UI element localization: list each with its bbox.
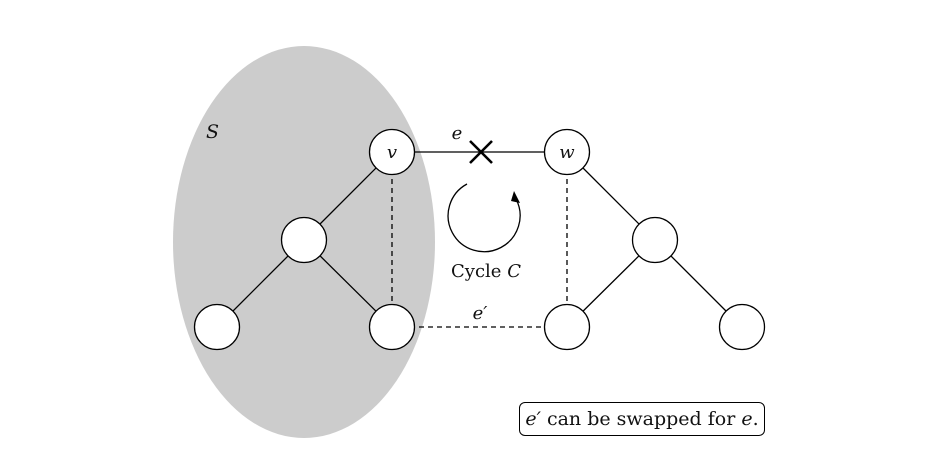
- node-w: [543, 128, 591, 176]
- label-cycle: Cycle C: [451, 261, 521, 282]
- label-node-w: w: [559, 142, 575, 163]
- node-bottom-mid-right: [543, 303, 591, 351]
- caption-text: can be swapped for: [540, 408, 742, 430]
- caption-var-e-prime: e′: [525, 408, 541, 430]
- node-bottom-right: [718, 303, 766, 351]
- cycle-arrow-icon: [447, 183, 521, 253]
- label-node-v: v: [387, 142, 397, 163]
- node-bottom-left: [193, 303, 241, 351]
- label-cycle-var: C: [507, 261, 521, 282]
- cross-icon: [469, 140, 493, 164]
- label-edge-e: e: [452, 123, 463, 144]
- node-v: [368, 128, 416, 176]
- label-cycle-text: Cycle: [451, 261, 501, 282]
- caption-box: e′ can be swapped for e.: [519, 402, 765, 436]
- node-bottom-mid-left: [368, 303, 416, 351]
- caption-var-e: e: [741, 408, 753, 430]
- node-mid-right: [631, 216, 679, 264]
- label-edge-e-prime: e′: [473, 303, 488, 324]
- node-mid-left: [280, 216, 328, 264]
- label-set-s: S: [206, 121, 219, 143]
- caption-period: .: [752, 408, 759, 430]
